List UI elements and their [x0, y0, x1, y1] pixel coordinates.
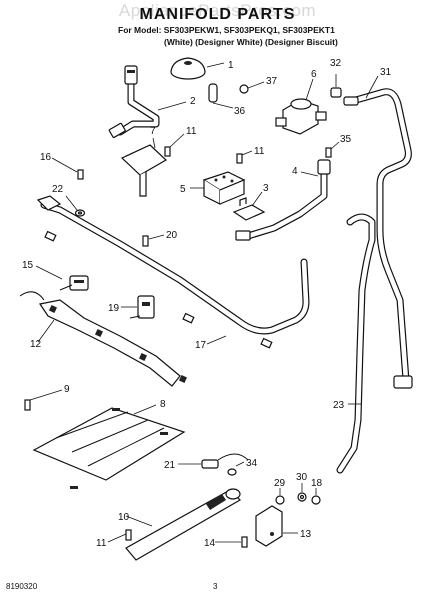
part-10-burner-tube-bottom — [125, 488, 241, 561]
callout-18: 18 — [311, 478, 323, 489]
callout-7: 7 — [150, 126, 156, 137]
callout-4: 4 — [292, 166, 298, 177]
callout-30: 30 — [296, 472, 308, 483]
part-36-spring — [208, 83, 234, 109]
watermark: AppliancePartsPros.com — [118, 1, 317, 20]
part-1-burner-cap — [170, 57, 225, 80]
callout-1: 1 — [228, 60, 234, 71]
callout-29: 29 — [274, 478, 286, 489]
part-2-burner-tube — [108, 65, 187, 139]
callout-2: 2 — [190, 96, 196, 107]
callout-17: 17 — [195, 340, 207, 351]
callout-10: 10 — [118, 512, 130, 523]
model-line: For Model: SF303PEKW1, SF303PEKQ1, SF303… — [118, 25, 335, 35]
callout-13: 13 — [300, 529, 312, 540]
part-37-nut — [239, 81, 265, 94]
callout-9: 9 — [64, 384, 70, 395]
part-29-nut — [275, 488, 285, 505]
callout-16: 16 — [40, 152, 52, 163]
page-number: 3 — [213, 582, 218, 591]
part-21-igniter — [178, 453, 249, 469]
part-23-tube-lead — [336, 213, 376, 474]
callout-32: 32 — [330, 58, 342, 69]
part-3-bracket — [232, 191, 266, 221]
callout-14: 14 — [204, 538, 216, 549]
document-number: 8190320 — [6, 582, 38, 591]
callout-12: 12 — [30, 339, 42, 350]
page-title: MANIFOLD PARTS — [139, 6, 296, 23]
part-22-washer — [65, 195, 86, 217]
part-14-screw — [215, 536, 248, 548]
callout-23: 23 — [333, 400, 345, 411]
part-31-gas-tube — [343, 75, 413, 389]
part-11-screw-top — [164, 133, 185, 157]
part-9-screw — [24, 389, 63, 411]
callout-6: 6 — [311, 69, 317, 80]
callout-21: 21 — [164, 460, 176, 471]
part-34-nut — [227, 461, 245, 476]
callout-35: 35 — [340, 134, 352, 145]
callout-22: 22 — [52, 184, 64, 195]
part-11-screw-middle — [236, 150, 253, 164]
part-7-bracket — [120, 137, 168, 197]
callout-5: 5 — [180, 184, 186, 195]
callout-20: 20 — [166, 230, 178, 241]
callout-34: 34 — [246, 458, 258, 469]
part-13-bracket — [255, 505, 298, 547]
callout-3: 3 — [263, 183, 269, 194]
part-18-nut — [311, 488, 321, 505]
callout-36: 36 — [234, 106, 246, 117]
part-8-heat-shield — [32, 404, 186, 489]
callout-19: 19 — [108, 303, 120, 314]
callout-8: 8 — [160, 399, 166, 410]
variant-line: (White) (Designer White) (Designer Biscu… — [164, 37, 338, 47]
callout-31: 31 — [380, 67, 392, 78]
part-30-washer — [297, 483, 307, 502]
part-19-switch — [121, 295, 155, 319]
part-35-screw — [325, 141, 340, 158]
part-12-wire-harness — [19, 291, 187, 387]
callout-11-middle: 11 — [254, 146, 265, 157]
part-17-manifold-pipe — [36, 195, 310, 349]
part-16-screw — [51, 157, 84, 180]
callout-37: 37 — [266, 76, 278, 87]
callout-11-bottom: 11 — [96, 538, 107, 549]
part-6-pressure-regulator — [275, 78, 327, 135]
part-32-fitting — [330, 74, 342, 98]
part-20-screw — [142, 234, 165, 247]
callout-11-top: 11 — [186, 126, 197, 137]
part-4-burner-tube-right — [235, 159, 331, 241]
part-5-terminal-block — [190, 171, 246, 205]
part-11-screw-bottom — [107, 529, 132, 543]
part-15-valve — [35, 265, 89, 291]
callout-15: 15 — [22, 260, 34, 271]
